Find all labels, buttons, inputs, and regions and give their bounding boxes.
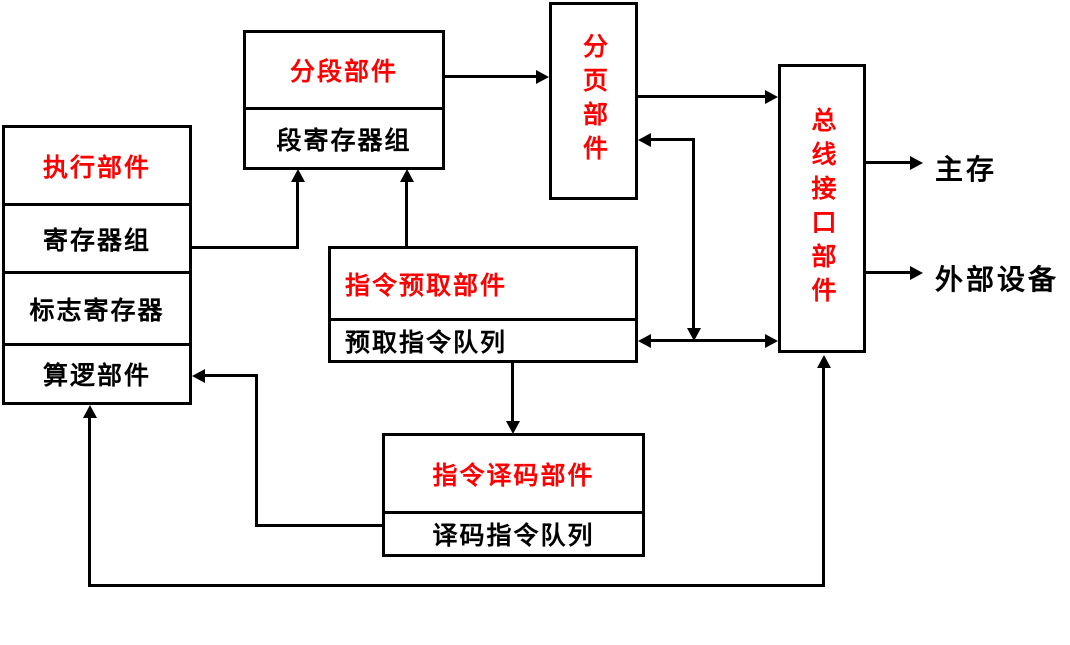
alu-cell: 算逻部件 [5, 343, 189, 402]
arrowhead-down-icon [687, 328, 701, 341]
arrowhead-up-icon [83, 405, 97, 418]
main-memory-label: 主存 [935, 154, 998, 185]
bus-interface-unit-box: 总线接口部件 [778, 64, 866, 353]
segmentation-unit-box: 分段部件 段寄存器组 [243, 30, 445, 170]
peripherals-label: 外部设备 [935, 264, 1060, 295]
prefetch-queue-cell: 预取指令队列 [331, 318, 635, 360]
segment-register-group-cell: 段寄存器组 [246, 107, 442, 167]
arrowhead-left-icon [638, 133, 651, 147]
register-group-cell: 寄存器组 [5, 203, 189, 271]
flag-register-cell: 标志寄存器 [5, 271, 189, 343]
arrowhead-left-icon [638, 334, 651, 348]
arrowhead-down-icon [506, 421, 520, 434]
arrowhead-right-icon [910, 156, 923, 170]
arrowhead-right-icon [910, 266, 923, 280]
arrowhead-up-icon [817, 355, 831, 368]
arrowhead-right-icon [765, 334, 778, 348]
arrowhead-up-icon [400, 169, 414, 182]
arrowhead-right-icon [536, 70, 549, 84]
decode-unit-box: 指令译码部件 译码指令队列 [382, 433, 645, 557]
arrowhead-right-icon [765, 90, 778, 104]
bus-interface-unit-title: 总线接口部件 [808, 106, 836, 311]
paging-unit-box: 分页部件 [549, 2, 638, 200]
decode-unit-title: 指令译码部件 [432, 461, 595, 490]
decoded-queue-cell: 译码指令队列 [385, 511, 642, 554]
paging-unit-title: 分页部件 [579, 33, 608, 169]
prefetch-unit-title: 指令预取部件 [345, 271, 508, 300]
arrowhead-left-icon [192, 369, 205, 383]
prefetch-unit-box: 指令预取部件 预取指令队列 [328, 246, 638, 363]
execution-unit-title: 执行部件 [42, 153, 151, 182]
segmentation-unit-title: 分段部件 [289, 58, 398, 86]
arrowhead-up-icon [291, 169, 305, 182]
execution-unit-box: 执行部件 寄存器组 标志寄存器 算逻部件 [2, 125, 192, 405]
